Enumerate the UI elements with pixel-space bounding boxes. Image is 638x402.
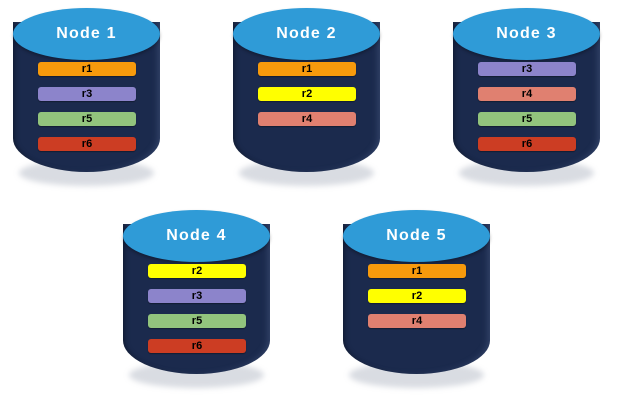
replica-bar[interactable]: r2 xyxy=(148,264,246,278)
replica-bar[interactable]: r6 xyxy=(478,137,576,151)
database-node-cylinder[interactable]: Node 1 r1 r3 r5 r6 xyxy=(13,8,160,186)
replica-label: r5 xyxy=(521,112,533,125)
replica-list: r1 r3 r5 r6 xyxy=(38,62,136,151)
replica-bar[interactable]: r6 xyxy=(148,339,246,353)
cylinder-top-ellipse xyxy=(123,210,270,262)
replica-label: r1 xyxy=(81,62,93,75)
replica-bar[interactable]: r1 xyxy=(258,62,356,76)
replica-label: r5 xyxy=(191,314,203,327)
replica-bar[interactable]: r5 xyxy=(478,112,576,126)
replica-label: r3 xyxy=(191,289,203,302)
cylinder-top-ellipse xyxy=(453,8,600,60)
replica-label: r4 xyxy=(411,314,423,327)
replica-bar[interactable]: r6 xyxy=(38,137,136,151)
replica-bar[interactable]: r5 xyxy=(148,314,246,328)
cylinder-top-ellipse xyxy=(343,210,490,262)
replica-bar[interactable]: r4 xyxy=(368,314,466,328)
replica-bar[interactable]: r5 xyxy=(38,112,136,126)
database-node-cylinder[interactable]: Node 4 r2 r3 r5 r6 xyxy=(123,210,270,388)
node-title-label: Node 2 xyxy=(276,25,337,42)
replica-bar[interactable]: r3 xyxy=(148,289,246,303)
replica-list: r2 r3 r5 r6 xyxy=(148,264,246,353)
replica-bar[interactable]: r2 xyxy=(368,289,466,303)
database-node-cylinder[interactable]: Node 3 r3 r4 r5 r6 xyxy=(453,8,600,186)
replica-bar[interactable]: r1 xyxy=(38,62,136,76)
replica-label: r3 xyxy=(81,87,93,100)
replica-label: r4 xyxy=(301,112,313,125)
replica-bar[interactable]: r4 xyxy=(258,112,356,126)
replica-label: r5 xyxy=(81,112,93,125)
replica-label: r6 xyxy=(81,137,93,150)
node-title-label: Node 5 xyxy=(386,227,447,244)
replica-bar[interactable]: r1 xyxy=(368,264,466,278)
replica-list: r1 r2 r4 xyxy=(368,264,466,328)
replica-label: r1 xyxy=(301,62,313,75)
database-node-cylinder[interactable]: Node 2 r1 r2 r4 xyxy=(233,8,380,186)
replica-list: r3 r4 r5 r6 xyxy=(478,62,576,151)
replica-label: r4 xyxy=(521,87,533,100)
replica-bar[interactable]: r3 xyxy=(478,62,576,76)
replica-label: r2 xyxy=(411,289,423,302)
node-title-label: Node 3 xyxy=(496,25,557,42)
replica-label: r6 xyxy=(521,137,533,150)
node-title-label: Node 4 xyxy=(166,227,227,244)
replica-label: r6 xyxy=(191,339,203,352)
cylinder-top-ellipse xyxy=(13,8,160,60)
replica-label: r1 xyxy=(411,264,423,277)
replica-label: r2 xyxy=(301,87,313,100)
database-node-cylinder[interactable]: Node 5 r1 r2 r4 xyxy=(343,210,490,388)
replica-bar[interactable]: r4 xyxy=(478,87,576,101)
node-title-label: Node 1 xyxy=(56,25,117,42)
replica-label: r3 xyxy=(521,62,533,75)
replica-bar[interactable]: r3 xyxy=(38,87,136,101)
replica-label: r2 xyxy=(191,264,203,277)
replica-bar[interactable]: r2 xyxy=(258,87,356,101)
cylinder-top-ellipse xyxy=(233,8,380,60)
replica-list: r1 r2 r4 xyxy=(258,62,356,126)
